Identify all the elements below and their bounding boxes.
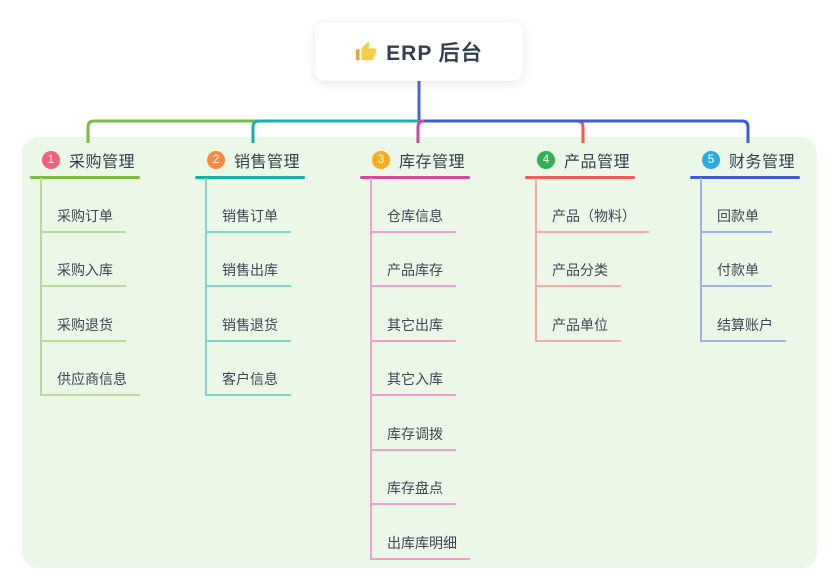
child-node[interactable]: 产品单位 — [535, 315, 621, 342]
child-node[interactable]: 其它出库 — [370, 315, 456, 342]
branch-title: 产品管理 — [564, 154, 631, 171]
branch-title: 采购管理 — [69, 154, 136, 171]
thumbs-up-icon — [355, 41, 377, 63]
child-row: 产品（物料） — [535, 178, 649, 233]
child-row: 销售退货 — [205, 287, 291, 342]
branch-children: 仓库信息产品库存其它出库其它入库库存调拨库存盘点出库库明细 — [370, 178, 470, 560]
child-node[interactable]: 供应商信息 — [40, 369, 140, 396]
root-title: ERP 后台 — [386, 41, 483, 65]
child-node[interactable]: 出库库明细 — [370, 533, 470, 560]
child-node[interactable]: 客户信息 — [205, 369, 291, 396]
child-row: 采购订单 — [40, 178, 140, 233]
child-row: 回款单 — [700, 178, 786, 233]
branch-badge: 1 — [42, 151, 60, 169]
branch-children: 产品（物料） 产品分类产品单位 — [535, 178, 649, 342]
branch-node-2[interactable]: 2 销售管理 — [207, 150, 301, 171]
child-node[interactable]: 付款单 — [700, 260, 772, 287]
child-row: 产品单位 — [535, 287, 649, 342]
branch-children: 销售订单销售出库销售退货客户信息 — [205, 178, 291, 396]
child-row: 供应商信息 — [40, 342, 140, 396]
branch-underline — [360, 176, 470, 179]
child-row: 付款单 — [700, 233, 786, 287]
root-node[interactable]: ERP 后台 — [315, 22, 523, 81]
child-row: 产品分类 — [535, 233, 649, 287]
child-row: 客户信息 — [205, 342, 291, 396]
branch-badge: 2 — [207, 151, 225, 169]
child-node[interactable]: 销售订单 — [205, 206, 291, 233]
branch-underline — [30, 176, 140, 179]
branch-children: 采购订单采购入库采购退货供应商信息 — [40, 178, 140, 396]
child-row: 其它出库 — [370, 287, 470, 342]
child-row: 结算账户 — [700, 287, 786, 342]
child-node[interactable]: 产品分类 — [535, 260, 621, 287]
background-panel — [22, 137, 817, 568]
child-node[interactable]: 回款单 — [700, 206, 772, 233]
child-node[interactable]: 其它入库 — [370, 369, 456, 396]
branch-node-1[interactable]: 1 采购管理 — [42, 150, 136, 171]
child-row: 产品库存 — [370, 233, 470, 287]
child-row: 出库库明细 — [370, 505, 470, 560]
child-row: 销售订单 — [205, 178, 291, 233]
branch-title: 销售管理 — [234, 154, 301, 171]
branch-title: 库存管理 — [399, 154, 466, 171]
child-node[interactable]: 采购入库 — [40, 260, 126, 287]
branch-badge: 4 — [537, 151, 555, 169]
child-row: 其它入库 — [370, 342, 470, 396]
child-node[interactable]: 销售出库 — [205, 260, 291, 287]
child-row: 销售出库 — [205, 233, 291, 287]
branch-title: 财务管理 — [729, 154, 796, 171]
child-row: 仓库信息 — [370, 178, 470, 233]
branch-underline — [525, 176, 635, 179]
child-node[interactable]: 产品库存 — [370, 260, 456, 287]
child-node[interactable]: 产品（物料） — [535, 206, 649, 233]
child-node[interactable]: 采购退货 — [40, 315, 126, 342]
branch-node-5[interactable]: 5 财务管理 — [702, 150, 796, 171]
child-node[interactable]: 仓库信息 — [370, 206, 456, 233]
child-row: 库存盘点 — [370, 451, 470, 505]
child-node[interactable]: 销售退货 — [205, 315, 291, 342]
child-node[interactable]: 结算账户 — [700, 315, 786, 342]
child-row: 采购入库 — [40, 233, 140, 287]
child-row: 库存调拨 — [370, 396, 470, 451]
branch-underline — [195, 176, 305, 179]
branch-children: 回款单付款单结算账户 — [700, 178, 786, 342]
child-node[interactable]: 采购订单 — [40, 206, 126, 233]
child-node[interactable]: 库存调拨 — [370, 424, 456, 451]
branch-node-3[interactable]: 3 库存管理 — [372, 150, 466, 171]
branch-underline — [690, 176, 800, 179]
child-row: 采购退货 — [40, 287, 140, 342]
branch-badge: 3 — [372, 151, 390, 169]
branch-node-4[interactable]: 4 产品管理 — [537, 150, 631, 171]
branch-badge: 5 — [702, 151, 720, 169]
child-node[interactable]: 库存盘点 — [370, 478, 456, 505]
